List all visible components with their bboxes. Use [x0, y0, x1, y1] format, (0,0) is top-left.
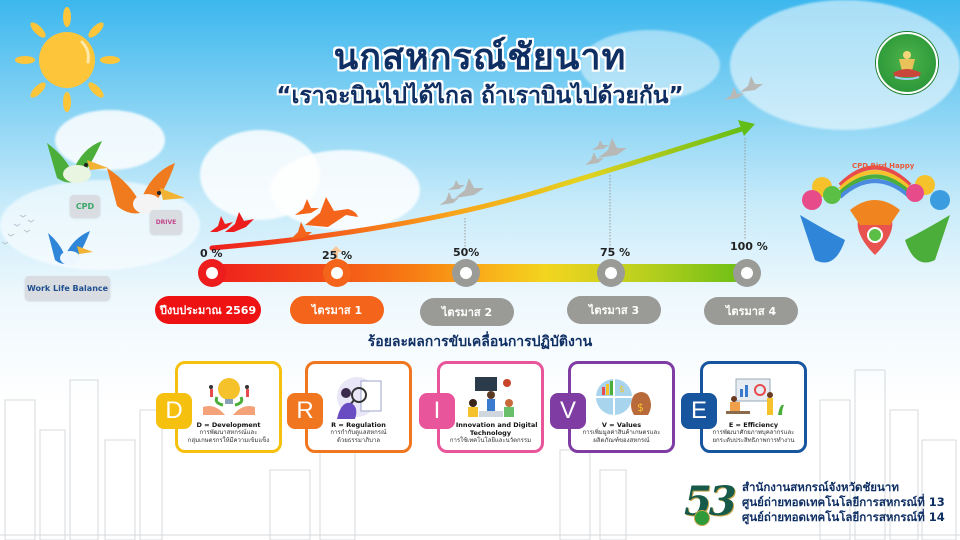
cloud — [55, 110, 165, 170]
milestone-node-1 — [323, 259, 351, 287]
drive-letter-r: R — [287, 393, 323, 429]
distant-birds-flock-icon — [1, 214, 35, 245]
red-birds-icon — [210, 212, 254, 232]
drive-letter-e: E — [681, 393, 717, 429]
milestone-node-4 — [733, 259, 761, 287]
milestone-label-2: ไตรมาส 2 — [441, 306, 493, 319]
magnifier-document-icon — [336, 377, 381, 419]
milestone-label-1: ไตรมาส 1 — [311, 304, 363, 317]
card-desc: การพัฒนาสหกรณ์และ — [199, 429, 258, 436]
card-desc: การพัฒนาศักยภาพบุคลากรและ — [712, 429, 795, 436]
cooperative-emblem-icon — [876, 32, 938, 94]
growth-arrow-icon — [209, 76, 763, 260]
progress-timeline-bar — [205, 264, 755, 282]
milestone-percent-2: 50% — [453, 246, 480, 259]
card-desc: กลุ่มเกษตรกรให้มีความเข้มแข็ง — [187, 437, 270, 444]
card-title: R = Regulation — [331, 421, 386, 429]
celebration-birds-icon — [800, 165, 950, 263]
cpd-bird-happy-illustration: CPD Bird Happy — [790, 145, 960, 285]
milestone-pill-4[interactable]: ไตรมาส 4 — [704, 297, 798, 325]
card-desc: ยกระดับประสิทธิภาพการทำงาน — [712, 437, 795, 444]
progress-marker-icon — [330, 246, 342, 260]
card-desc: ด้วยธรรมาภิบาล — [336, 437, 381, 444]
deity-figure-icon — [893, 51, 921, 80]
card-title-cont: Technology — [469, 429, 512, 437]
emblem-small-icon — [694, 510, 710, 526]
svg-text:$: $ — [637, 401, 644, 414]
orange-hornbill-bird-icon — [107, 163, 185, 214]
milestone-pill-1[interactable]: ไตรมาส 1 — [290, 296, 384, 324]
drive-label: DRIVE — [155, 218, 177, 226]
orange-birds-icon — [290, 197, 358, 240]
milestone-node-3 — [597, 259, 625, 287]
svg-text:$: $ — [619, 385, 625, 395]
milestone-node-2 — [452, 259, 480, 287]
card-title: V = Values — [601, 421, 642, 429]
card-desc: ผลิตภัณฑ์ของสหกรณ์ — [593, 437, 650, 444]
slogan: “เราจะบินไปได้ไกล ถ้าเราบินไปด้วยกัน” — [276, 83, 684, 109]
drive-letter-v: V — [550, 393, 586, 429]
milestone-percent-0: 0 % — [200, 247, 223, 260]
lightbulb-hands-icon — [202, 378, 255, 415]
drive-letter-d: D — [156, 393, 192, 429]
anniversary-53-logo: 53 — [684, 478, 737, 525]
card-desc: การใช้เทคโนโลยีและนวัตกรรม — [449, 437, 532, 444]
card-title: I = Innovation and Digital — [443, 421, 538, 429]
drive-card-development[interactable]: D = Development การพัฒนาสหกรณ์และ กลุ่มเ… — [175, 361, 282, 453]
gray-birds-icon — [440, 76, 763, 205]
milestone-percent-4: 100 % — [730, 240, 768, 253]
milestone-label-0: ปีงบประมาณ 2569 — [159, 304, 257, 317]
drive-section-title: ร้อยละผลการขับเคลื่อนการปฏิบัติงาน — [367, 334, 593, 350]
card-title: E = Efficiency — [728, 421, 779, 429]
blue-hornbill-bird-icon — [48, 231, 93, 265]
cpd-tag: CPD — [70, 195, 100, 217]
team-laptop-icon — [467, 377, 514, 417]
drive-card-regulation[interactable]: R = Regulation การกำกับดูแลสหกรณ์ ด้วยธร… — [305, 361, 412, 453]
milestone-label-3: ไตรมาส 3 — [588, 304, 640, 317]
milestone-pill-3[interactable]: ไตรมาส 3 — [567, 296, 661, 324]
green-hornbill-bird-icon — [47, 141, 108, 183]
drive-card-values[interactable]: $ $ V = Values การเพิ่มมูลค่าสินค้าเกษตร… — [568, 361, 675, 453]
office-presentation-icon — [725, 378, 784, 415]
drive-letter-i: I — [419, 393, 455, 429]
sun-icon — [15, 7, 120, 112]
milestone-percent-1: 25 % — [322, 249, 353, 262]
milestone-label-4: ไตรมาส 4 — [725, 305, 777, 318]
cpd-bird-happy-banner: CPD Bird Happy — [852, 162, 915, 170]
milestone-pill-2[interactable]: ไตรมาส 2 — [420, 298, 514, 326]
milestone-node-0 — [198, 259, 226, 287]
page-title: นกสหกรณ์ชัยนาท — [333, 37, 627, 78]
cloud — [580, 30, 720, 100]
footer-center-13: ศูนย์ถ่ายทอดเทคโนโลยีการสหกรณ์ที่ 13 — [742, 495, 945, 509]
cpd-label: CPD — [75, 201, 95, 211]
money-chart-icon: $ $ — [595, 379, 651, 415]
milestone-pill-0[interactable]: ปีงบประมาณ 2569 — [155, 296, 261, 324]
footer-office-name: สำนักงานสหกรณ์จังหวัดชัยนาท — [742, 480, 899, 494]
card-title: D = Development — [196, 421, 261, 429]
drive-tag: DRIVE — [150, 210, 182, 234]
milestone-percent-3: 75 % — [600, 246, 631, 259]
cloud — [270, 150, 420, 230]
card-desc: การเพิ่มมูลค่าสินค้าเกษตรและ — [582, 429, 661, 436]
footer-center-14: ศูนย์ถ่ายทอดเทคโนโลยีการสหกรณ์ที่ 14 — [742, 510, 945, 524]
card-desc: การกำกับดูแลสหกรณ์ — [330, 429, 387, 436]
work-life-balance-label: Work Life Balance — [26, 283, 109, 293]
work-life-balance-tag: Work Life Balance — [25, 276, 110, 300]
